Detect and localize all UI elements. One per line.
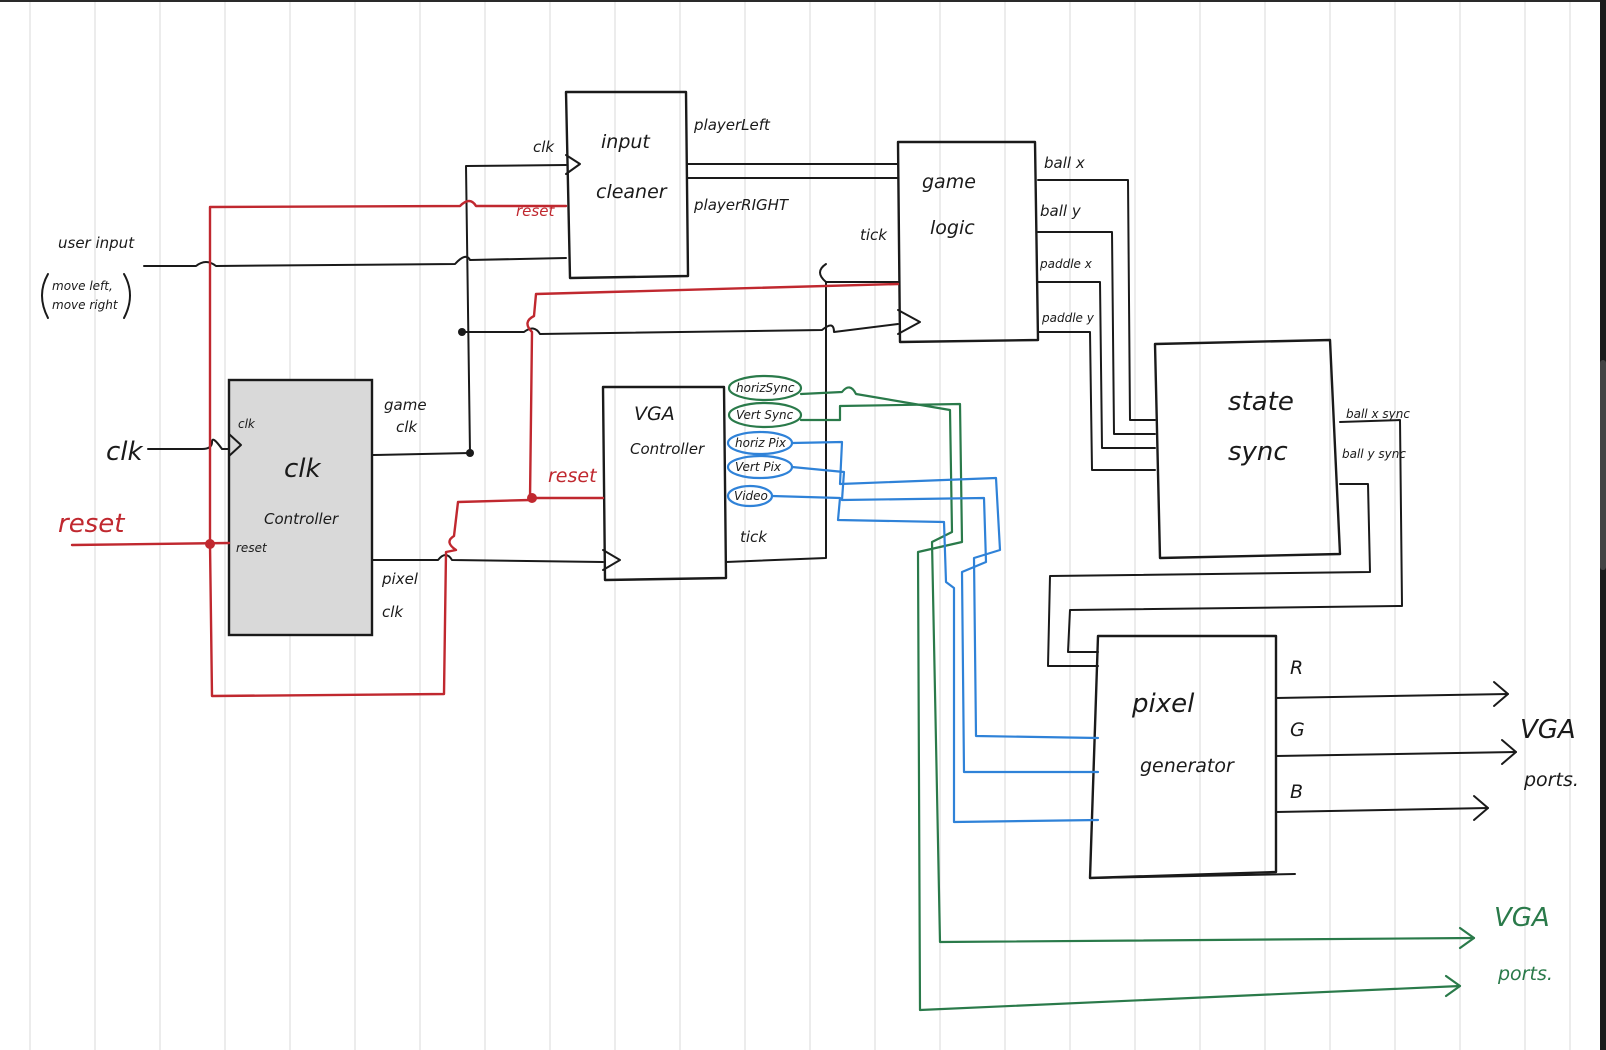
user-input-paren-left [41,273,49,319]
input-cleaner-clk-label: clk [533,138,555,156]
player-right-label: playerRIGHT [693,196,790,214]
clk-controller-block: clk Controller clk reset [227,378,374,637]
state-sync-title-2: sync [1228,437,1288,467]
horiz-pix-label: horiz Pix [735,436,787,450]
state-sync-title-1: state [1228,387,1294,417]
ball-y-sync-label: ball y sync [1342,447,1406,461]
pixel-generator-title-1: pixel [1131,689,1195,719]
vga-controller-title-2: Controller [630,440,705,458]
pixel-clk-label-2: clk [382,603,404,621]
vga-tick-label: tick [740,528,768,546]
vga-reset-label: reset [548,465,598,487]
game-logic-tick-label: tick [860,226,888,244]
g-output-label: G [1290,719,1305,741]
user-input-note-2: move right [52,298,119,312]
vga-controller-title-1: VGA [634,403,675,425]
paddle-y-label: paddle y [1041,311,1095,325]
game-clk-label-2: clk [396,418,418,436]
paddle-x-label: paddle x [1039,257,1093,271]
input-cleaner-reset-label: reset [516,202,555,220]
input-cleaner-block: input cleaner [564,90,690,280]
input-cleaner-title-2: cleaner [596,181,668,203]
vert-sync-label: Vert Sync [736,408,794,422]
input-cleaner-title-1: input [601,131,651,153]
game-logic-title-1: game [922,171,976,193]
user-input-note-1: move left, [52,279,113,293]
player-left-label: playerLeft [693,116,771,134]
state-sync-block: state sync [1153,338,1342,560]
video-label: Video [734,489,768,503]
clk-controller-clk-port: clk [238,417,256,431]
vga-ports-rgb-label-2: ports. [1523,769,1579,791]
horiz-sync-label: horizSync [736,381,795,395]
horiz-sync-circle [727,374,803,402]
vert-pix-label: Vert Pix [735,460,782,474]
reset-wires [70,199,900,698]
clk-input-label: clk [106,437,144,467]
pixel-generator-block: pixel generator [1088,634,1296,880]
reset-input-label: reset [58,509,125,539]
clk-controller-reset-port: reset [236,541,268,555]
b-output-label: B [1290,781,1303,803]
clk-controller-title-2: Controller [264,510,339,528]
vga-ports-sync-label-2: ports. [1497,963,1553,985]
vga-controller-block: VGA Controller [601,385,728,582]
r-output-label: R [1290,657,1303,679]
pixel-clk-label-1: pixel [381,570,419,588]
ball-x-label: ball x [1044,154,1085,172]
vga-ports-rgb-label-1: VGA [1520,715,1576,745]
pixel-generator-title-2: generator [1140,755,1235,777]
pixel-wires [770,440,1100,824]
ball-x-sync-label: ball x sync [1346,407,1410,421]
vert-sync-circle [727,401,803,429]
user-input-paren-right [123,273,131,319]
game-logic-title-2: logic [930,217,975,239]
clk-controller-title-1: clk [284,454,322,484]
game-clk-label-1: game [384,396,427,414]
scrollbar[interactable] [1600,360,1606,570]
vga-ports-sync-label-1: VGA [1494,903,1550,933]
game-logic-block: game logic [896,140,1040,344]
user-input-label: user input [58,234,135,252]
ball-y-label: ball y [1040,202,1082,220]
